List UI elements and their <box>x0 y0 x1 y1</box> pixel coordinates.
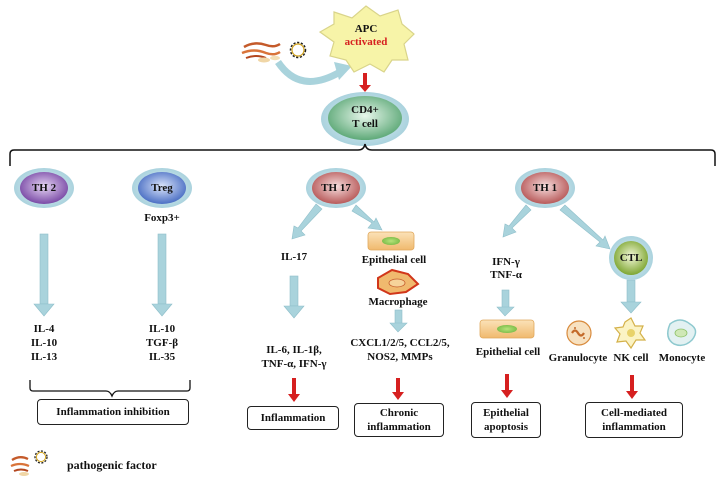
arrow-apc-to-cd4 <box>359 73 371 92</box>
th17-chemokines-line1: CXCL1/2/5, CCL2/5, <box>350 337 450 349</box>
th17-cell-icon <box>312 172 360 204</box>
macrophage-label: Macrophage <box>368 296 428 308</box>
th2-cytokine-1: IL-4 <box>33 323 55 335</box>
epithelial-th17-label: Epithelial cell <box>361 254 427 266</box>
th2-label: TH 2 <box>31 182 57 194</box>
treg-cytokine-3: IL-35 <box>148 351 176 363</box>
monocyte-label: Monocyte <box>658 352 706 364</box>
treg-cytokine-1: IL-10 <box>148 323 176 335</box>
th2-cytokine-2: IL-10 <box>30 337 58 349</box>
outcome-inflammation-inhibition: Inflammation inhibition <box>37 399 189 425</box>
arrow-to-chronic <box>392 378 404 400</box>
red-arrows <box>288 374 638 402</box>
legend-label: pathogenic factor <box>67 458 157 472</box>
nk-cell-icon <box>613 317 647 350</box>
arrow-to-inflammation <box>288 378 300 402</box>
arrow-th17-right <box>351 204 383 231</box>
outcome-chronic-line1: Chronic <box>379 407 419 419</box>
outcome-apoptosis-line1: Epithelial <box>483 407 529 419</box>
th17-label: TH 17 <box>321 182 351 194</box>
arrow-th1-right <box>559 204 611 250</box>
foxp3-label: Foxp3+ <box>144 212 180 224</box>
nk-cell-label: NK cell <box>613 352 649 364</box>
apc-activated-label: activated <box>344 36 388 48</box>
legend-pathogen-icon <box>10 450 48 476</box>
arrow-il17-down <box>283 275 305 319</box>
epithelial-cell-th1-icon <box>479 319 535 339</box>
cd4-cell-icon <box>328 96 402 140</box>
il17-label: IL-17 <box>280 251 308 263</box>
epithelial-cell-th17-icon <box>367 231 415 251</box>
ctl-label: CTL <box>619 252 643 264</box>
th1-label: TH 1 <box>532 182 558 194</box>
macrophage-icon <box>377 268 420 296</box>
arrow-to-cell-mediated <box>626 375 638 399</box>
outcome-cell-mediated-inflammation: Cell-mediated inflammation <box>585 402 683 438</box>
light-arrows <box>33 203 642 333</box>
outcome-chronic-line2: inflammation <box>367 421 431 433</box>
cd4-sub-label: T cell <box>352 118 378 130</box>
arrow-macrophage-down <box>389 309 408 333</box>
outcome-epithelial-apoptosis: Epithelial apoptosis <box>471 402 541 438</box>
arrow-th2-down <box>33 233 55 317</box>
inhibition-bracket <box>29 380 191 398</box>
branch-bracket <box>9 143 716 166</box>
arrow-th1-left <box>502 204 532 238</box>
cd4-label: CD4+ <box>351 104 379 116</box>
outcome-cell-mediated-line1: Cell-mediated <box>601 407 667 419</box>
th1-cell-icon <box>521 172 569 204</box>
curved-arrow-icon <box>275 59 352 85</box>
arrow-treg-down <box>151 233 173 317</box>
outcome-chronic-inflammation: Chronic inflammation <box>354 403 444 437</box>
outcome-inhibition-text: Inflammation inhibition <box>56 406 170 418</box>
arrow-to-apoptosis <box>501 374 513 398</box>
granulocyte-label: Granulocyte <box>548 352 608 364</box>
th2-cell-icon <box>20 172 68 204</box>
tnf-alpha-label: TNF-α <box>490 269 522 281</box>
granulocyte-icon <box>566 320 592 346</box>
treg-cell-icon <box>138 172 186 204</box>
monocyte-icon <box>667 319 697 347</box>
th17-cytokines-line2: TNF-α, IFN-γ <box>261 358 327 370</box>
apc-label: APC <box>354 23 378 35</box>
outcome-inflammation-text: Inflammation <box>260 412 326 424</box>
outcome-apoptosis-line2: apoptosis <box>483 421 529 433</box>
treg-cytokine-2: TGF-β <box>145 337 179 349</box>
outcome-cell-mediated-line2: inflammation <box>602 421 666 433</box>
arrow-ifn-down <box>496 289 515 317</box>
ifn-gamma-label: IFN-γ <box>492 256 520 268</box>
epithelial-th1-label: Epithelial cell <box>475 346 541 358</box>
arrow-ctl-down <box>620 279 642 314</box>
th17-chemokines-line2: NOS2, MMPs <box>367 351 433 363</box>
th2-cytokine-3: IL-13 <box>30 351 58 363</box>
apc-cell-icon <box>318 5 415 73</box>
treg-label: Treg <box>151 182 173 194</box>
th17-cytokines-line1: IL-6, IL-1β, <box>266 344 322 356</box>
ctl-cell-icon <box>614 241 648 275</box>
outcome-inflammation: Inflammation <box>247 406 339 430</box>
pathogen-icon <box>241 41 307 63</box>
arrow-th17-left <box>291 203 323 240</box>
